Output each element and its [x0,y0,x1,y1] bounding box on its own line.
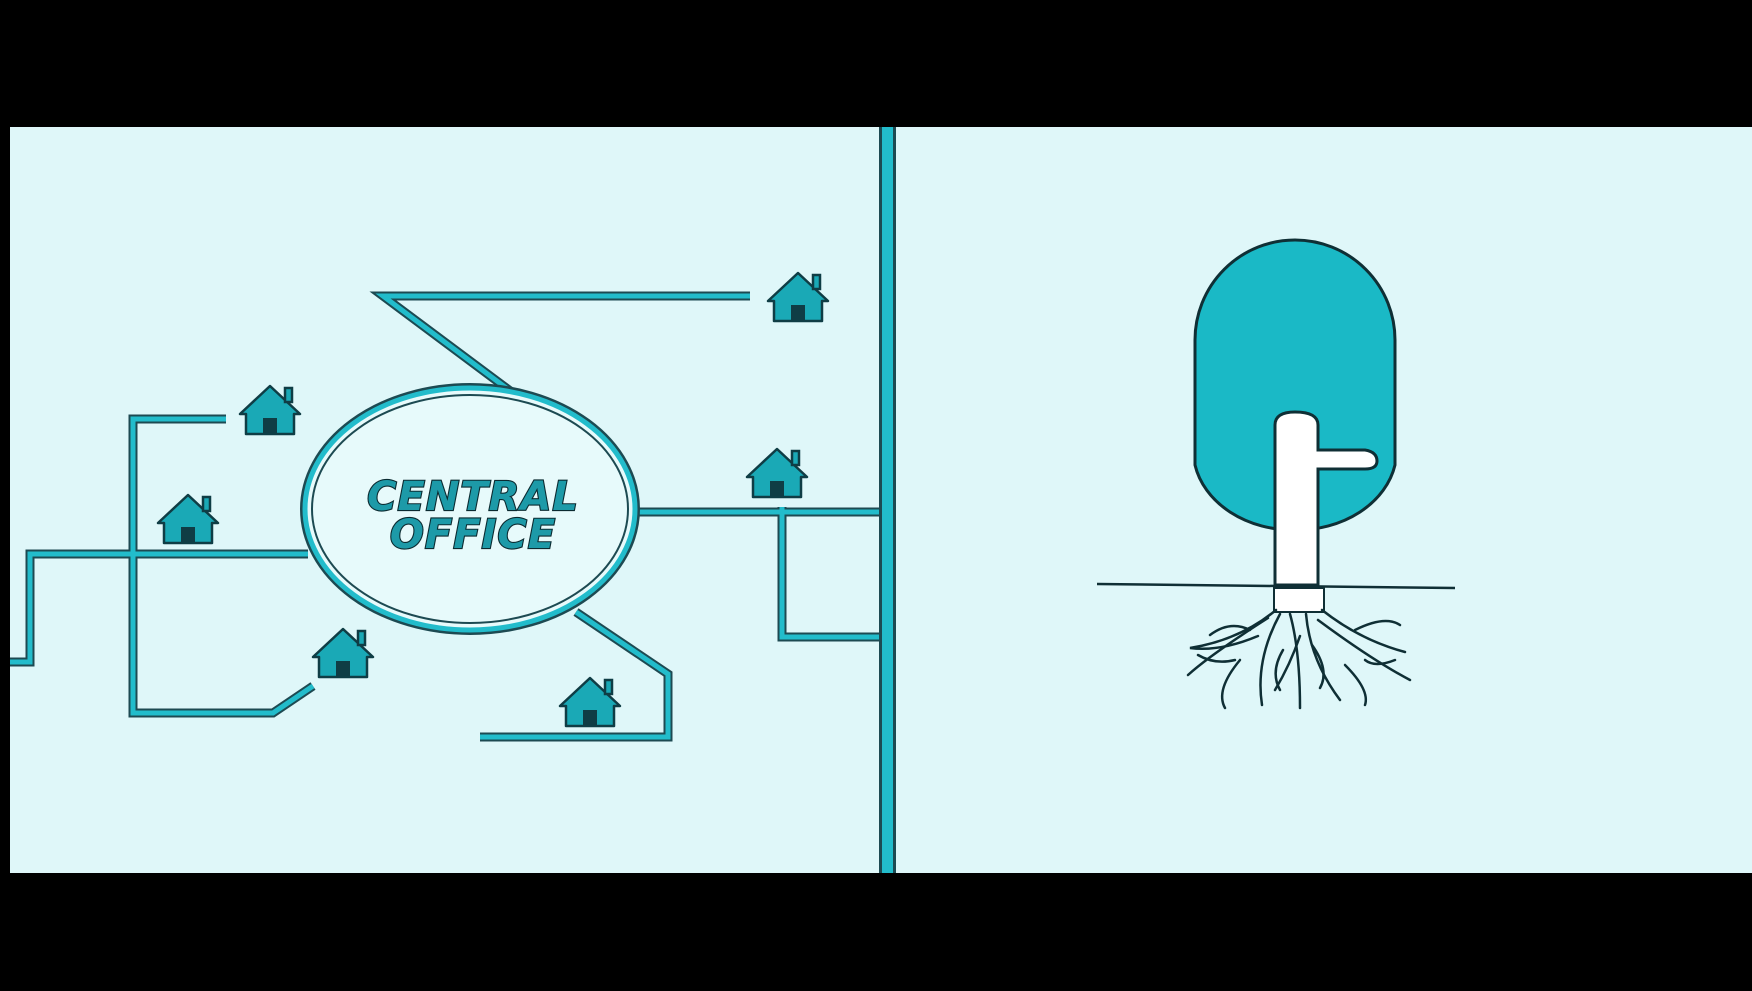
divider-line [879,127,896,873]
letterbox-top [0,0,1752,127]
letterbox-bottom [0,873,1752,991]
central-office-line2: OFFICE [390,512,556,558]
central-office-label: CENTRAL OFFICE [367,474,579,558]
